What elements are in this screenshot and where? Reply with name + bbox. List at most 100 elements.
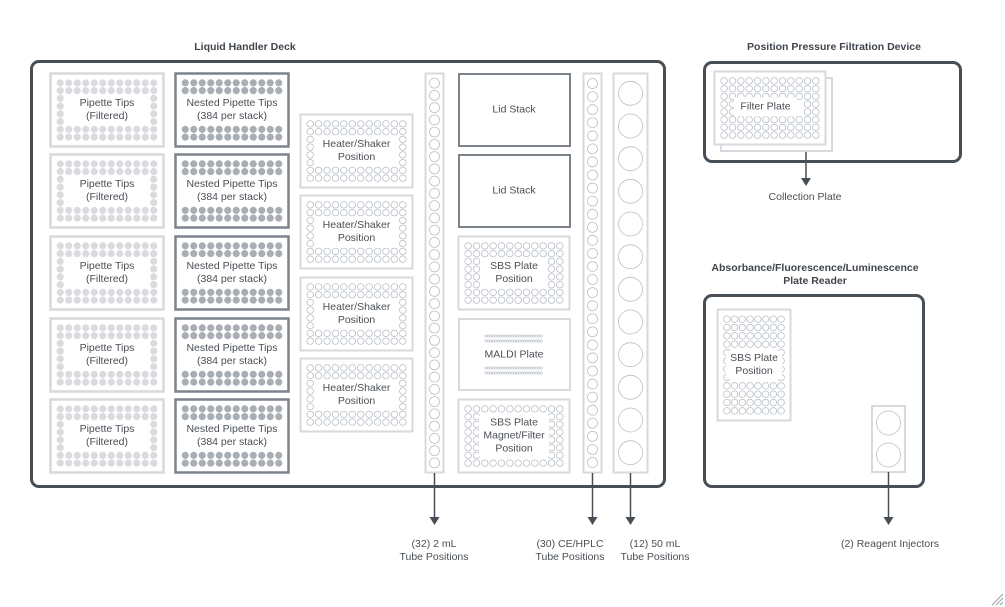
tube-position[interactable] bbox=[429, 322, 440, 334]
sbs-magnet-filter-position[interactable]: SBS Plate Magnet/Filter Position bbox=[458, 399, 570, 473]
tube-position[interactable] bbox=[587, 365, 598, 377]
tube-position[interactable] bbox=[429, 310, 440, 322]
tube-position[interactable] bbox=[587, 195, 598, 207]
tube-position[interactable] bbox=[618, 244, 643, 270]
well bbox=[481, 288, 489, 297]
pipette-tips-filtered[interactable]: Pipette Tips(Filtered) bbox=[50, 154, 164, 228]
lid-stack-2[interactable]: Lid Stack bbox=[458, 154, 570, 228]
tube-position[interactable] bbox=[429, 408, 440, 420]
tube-position[interactable] bbox=[429, 273, 440, 285]
tube-position[interactable] bbox=[429, 163, 440, 175]
tube-position[interactable] bbox=[429, 138, 440, 150]
tube-position[interactable] bbox=[587, 417, 598, 429]
tube-position[interactable] bbox=[587, 208, 598, 220]
tube-position[interactable] bbox=[618, 309, 643, 335]
reagent-injector[interactable] bbox=[876, 410, 901, 436]
tube-position[interactable] bbox=[587, 404, 598, 416]
tube-position[interactable] bbox=[429, 224, 440, 236]
tube-position[interactable] bbox=[587, 78, 598, 89]
tube-position[interactable] bbox=[618, 276, 643, 302]
tube-position[interactable] bbox=[587, 117, 598, 129]
tube-position[interactable] bbox=[587, 326, 598, 338]
tube-position[interactable] bbox=[429, 359, 440, 371]
tube-position[interactable] bbox=[587, 143, 598, 155]
tube-position[interactable] bbox=[587, 378, 598, 390]
tube-position[interactable] bbox=[618, 440, 643, 466]
tube-position[interactable] bbox=[618, 211, 643, 237]
tube-position[interactable] bbox=[429, 212, 440, 224]
tube-position[interactable] bbox=[429, 285, 440, 297]
tube-position[interactable] bbox=[618, 374, 643, 400]
tube-position[interactable] bbox=[429, 175, 440, 187]
tube-position[interactable] bbox=[429, 126, 440, 138]
tube-position[interactable] bbox=[429, 445, 440, 457]
tube-position[interactable] bbox=[429, 151, 440, 163]
sbs-plate-position[interactable]: SBS Plate Position bbox=[458, 236, 570, 310]
tube-position[interactable] bbox=[429, 347, 440, 359]
nested-pipette-tips[interactable]: Nested Pipette Tips(384 per stack) bbox=[175, 73, 289, 147]
tube-position[interactable] bbox=[587, 457, 598, 468]
tube-position[interactable] bbox=[587, 182, 598, 194]
tube-position[interactable] bbox=[618, 178, 643, 204]
tube-position[interactable] bbox=[429, 249, 440, 261]
tube-position[interactable] bbox=[429, 102, 440, 114]
tube-position[interactable] bbox=[429, 187, 440, 199]
tube-position[interactable] bbox=[587, 247, 598, 259]
tube-position[interactable] bbox=[587, 339, 598, 351]
maldi-plate[interactable]: MALDI Plate bbox=[458, 318, 570, 391]
tube-position[interactable] bbox=[618, 113, 643, 139]
tube-position[interactable] bbox=[587, 274, 598, 285]
tube-position[interactable] bbox=[587, 300, 598, 312]
tube-position[interactable] bbox=[429, 383, 440, 395]
tube-position[interactable] bbox=[618, 80, 643, 106]
tube-position[interactable] bbox=[618, 146, 643, 172]
filter-plate[interactable]: Filter Plate bbox=[714, 70, 817, 143]
tube-position[interactable] bbox=[429, 432, 440, 444]
tube-position[interactable] bbox=[429, 371, 440, 383]
tube-position[interactable] bbox=[429, 236, 440, 248]
nested-pipette-tips[interactable]: Nested Pipette Tips(384 per stack) bbox=[175, 399, 289, 473]
tube-position[interactable] bbox=[618, 407, 643, 433]
tube-position[interactable] bbox=[587, 443, 598, 455]
tube-position[interactable] bbox=[587, 91, 598, 102]
tube-position[interactable] bbox=[587, 391, 598, 403]
tube-position[interactable] bbox=[587, 352, 598, 364]
tube-position[interactable] bbox=[587, 130, 598, 142]
tube-position[interactable] bbox=[587, 221, 598, 233]
reagent-injector[interactable] bbox=[876, 442, 901, 468]
pipette-tips-filtered[interactable]: Pipette Tips(Filtered) bbox=[50, 73, 164, 147]
tube-position[interactable] bbox=[429, 261, 440, 273]
lid-stack-1[interactable]: Lid Stack bbox=[458, 73, 570, 146]
tube-position[interactable] bbox=[587, 234, 598, 246]
tube-position[interactable] bbox=[587, 313, 598, 325]
tube-position[interactable] bbox=[587, 104, 598, 116]
tube-position[interactable] bbox=[618, 342, 643, 368]
tube-position[interactable] bbox=[587, 287, 598, 299]
tube-position[interactable] bbox=[429, 334, 440, 346]
nested-pipette-tips[interactable]: Nested Pipette Tips(384 per stack) bbox=[175, 154, 289, 228]
reader-sbs-plate-position[interactable]: SBS Plate Position bbox=[717, 309, 791, 421]
pipette-tips-filtered[interactable]: Pipette Tips(Filtered) bbox=[50, 318, 164, 392]
tube-position[interactable] bbox=[587, 156, 598, 168]
nested-pipette-tips[interactable]: Nested Pipette Tips(384 per stack) bbox=[175, 236, 289, 310]
tube-position[interactable] bbox=[429, 420, 440, 432]
nested-pipette-tips[interactable]: Nested Pipette Tips(384 per stack) bbox=[175, 318, 289, 392]
tube-position[interactable] bbox=[429, 200, 440, 212]
tube-position[interactable] bbox=[429, 114, 440, 126]
resize-grip-icon[interactable] bbox=[990, 592, 1004, 606]
pipette-tips-filtered[interactable]: Pipette Tips(Filtered) bbox=[50, 236, 164, 310]
well bbox=[306, 337, 314, 345]
tube-position[interactable] bbox=[429, 89, 440, 101]
tube-position[interactable] bbox=[429, 396, 440, 408]
tube-position[interactable] bbox=[587, 430, 598, 442]
tube-position[interactable] bbox=[429, 298, 440, 310]
tube-position[interactable] bbox=[429, 77, 440, 89]
tube-position[interactable] bbox=[587, 169, 598, 181]
tube-position[interactable] bbox=[429, 457, 440, 469]
pipette-tips-filtered[interactable]: Pipette Tips(Filtered) bbox=[50, 399, 164, 473]
tube-position[interactable] bbox=[587, 261, 598, 272]
